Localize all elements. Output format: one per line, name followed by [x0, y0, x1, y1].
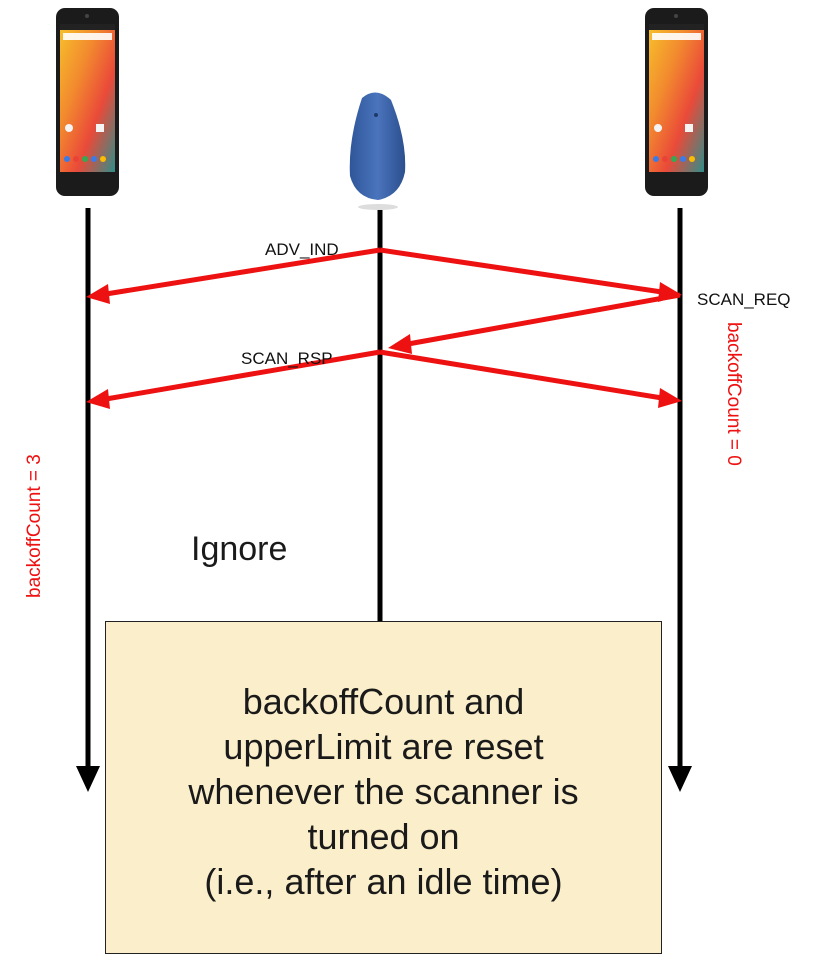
- reset-note: backoffCount and upperLimit are reset wh…: [105, 621, 662, 954]
- scan-rsp-right-arrowhead: [658, 388, 682, 408]
- right-backoff-label: backoffCount = 0: [723, 322, 744, 466]
- scan-rsp-label: SCAN_RSP: [241, 349, 333, 368]
- left-phone-icon: [56, 8, 119, 196]
- note-line: backoffCount and: [242, 681, 525, 722]
- adv-ind-left-arrow: [105, 247, 381, 297]
- right-lifeline-arrowhead: [668, 766, 692, 792]
- note-line: upperLimit are reset: [223, 726, 544, 767]
- adv-ind-label: ADV_IND: [265, 240, 339, 259]
- scan-rsp-right-arrow: [379, 349, 663, 401]
- beacon-icon: [349, 92, 406, 210]
- lifelines: [76, 208, 692, 792]
- ignore-label: Ignore: [191, 530, 287, 568]
- left-lifeline-arrowhead: [76, 766, 100, 792]
- message-arrows: [86, 247, 682, 409]
- adv-ind-left-arrowhead: [86, 284, 110, 304]
- note-line: (i.e., after an idle time): [204, 861, 563, 902]
- right-phone-icon: [645, 8, 708, 196]
- scan-req-arrow: [407, 292, 681, 347]
- scan-rsp-left-arrow: [105, 349, 381, 402]
- scan-req-arrowhead: [388, 334, 412, 354]
- adv-ind-right-arrow: [379, 247, 663, 295]
- note-line: turned on: [307, 816, 460, 857]
- left-backoff-label: backoffCount = 3: [24, 454, 45, 598]
- note-line: whenever the scanner is: [188, 771, 579, 812]
- scan-rsp-left-arrowhead: [86, 389, 110, 409]
- scan-req-label: SCAN_REQ: [697, 290, 791, 309]
